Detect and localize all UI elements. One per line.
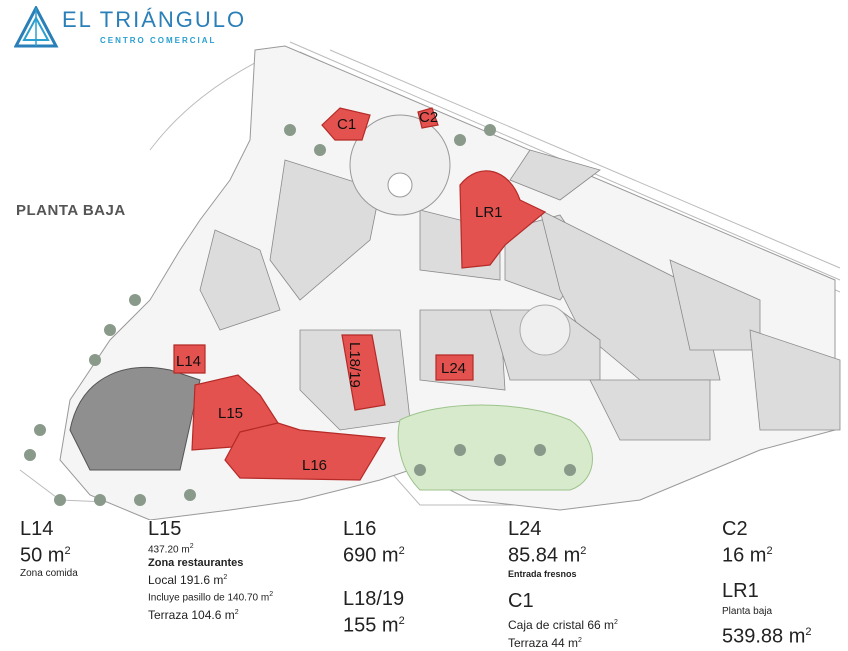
legend-l14-code: L14 xyxy=(20,518,54,540)
legend-c2: C2 16 m2 xyxy=(722,518,773,567)
legend-l24-code: L24 xyxy=(508,518,542,540)
legend-c2-code: C2 xyxy=(722,518,748,540)
unit-label-l18-19: L18/19 xyxy=(346,342,363,388)
legend-c1-line1: Caja de cristal 66 m xyxy=(508,618,615,632)
unit-lr1[interactable] xyxy=(459,170,547,269)
legend-l15-zone: Zona restaurantes xyxy=(148,557,244,570)
legend-l14-area: 50 m xyxy=(20,544,65,567)
unit-l18-19[interactable] xyxy=(341,334,386,411)
legend-c2-area: 16 m xyxy=(722,544,767,567)
north-plaza-center xyxy=(387,172,413,198)
floor-label: PLANTA BAJA xyxy=(16,202,126,219)
legend-l15-terraza-sup: 2 xyxy=(234,608,239,616)
highlighted-units xyxy=(173,107,547,481)
unit-c2[interactable] xyxy=(417,107,439,129)
legend-l15-code: L15 xyxy=(148,518,182,540)
legend-l14-note: Zona comida xyxy=(20,567,78,579)
legend-l15-pasillo: Incluye pasillo de 140.70 m xyxy=(148,592,270,604)
unit-label-c1: C1 xyxy=(337,116,356,133)
legend-l16-sup: 2 xyxy=(398,545,405,557)
unit-label-lr1: LR1 xyxy=(475,204,503,221)
legend-l15-local-sup: 2 xyxy=(223,574,228,582)
legend-l24-sup: 2 xyxy=(580,545,587,557)
legend-c1-code: C1 xyxy=(508,590,534,612)
legend-lr1-area: 539.88 m xyxy=(722,625,806,648)
legend-l1819-code: L18/19 xyxy=(343,588,405,610)
legend-lr1-note: Planta baja xyxy=(722,606,773,617)
legend-l15-pasillo-sup: 2 xyxy=(269,591,274,599)
unit-l24[interactable] xyxy=(435,354,474,381)
legend-lr1: LR1 Planta baja 539.88 m2 xyxy=(722,580,812,648)
legend-l15-sup: 2 xyxy=(189,543,194,550)
legend-l14-sup: 2 xyxy=(64,545,71,557)
unit-label-c2: C2 xyxy=(419,109,438,126)
legend-lr1-sup: 2 xyxy=(805,626,812,638)
north-plaza xyxy=(349,114,451,216)
unit-l14[interactable] xyxy=(173,344,206,374)
legend-lr1-code: LR1 xyxy=(722,580,759,602)
legend-l14: L14 50 m2 Zona comida xyxy=(20,518,78,580)
legend-l24-note: Entrada fresnos xyxy=(508,568,577,579)
trees xyxy=(24,124,576,506)
legend-l1819-area: 155 m xyxy=(343,614,399,637)
brand-name: EL TRIÁNGULO xyxy=(62,7,247,32)
legend-l16-area: 690 m xyxy=(343,544,399,567)
garden-area xyxy=(397,404,593,491)
legend-c1-line1-sup: 2 xyxy=(614,619,618,626)
legend-c2-sup: 2 xyxy=(766,545,773,557)
el-triangulo-logo-icon xyxy=(14,6,59,48)
brand-subtitle: CENTRO COMERCIAL xyxy=(100,36,217,45)
legend-l15-local: Local 191.6 m xyxy=(148,573,224,588)
site-plan-map: C1 C2 LR1 L14 L15 L16 L18/19 L24 xyxy=(19,41,841,520)
cinema-building xyxy=(69,367,201,471)
legend-l16: L16 690 m2 xyxy=(343,518,405,567)
unit-label-l15: L15 xyxy=(218,405,243,422)
legend-l1819: L18/19 155 m2 xyxy=(343,588,405,637)
legend-c1-line2: Terraza 44 m xyxy=(508,636,579,650)
unit-label-l14: L14 xyxy=(176,353,201,370)
legend-c1-line2-sup: 2 xyxy=(578,637,582,644)
unit-l16[interactable] xyxy=(224,422,387,481)
unit-c1[interactable] xyxy=(321,107,371,141)
legend-l24: L24 85.84 m2 Entrada fresnos xyxy=(508,518,586,581)
legend-l1819-sup: 2 xyxy=(398,615,405,627)
legend-l15: L15 437.20 m2 Zona restaurantes Local 19… xyxy=(148,518,273,623)
legend-l15-terraza: Terraza 104.6 m xyxy=(148,607,235,622)
legend-l16-code: L16 xyxy=(343,518,377,540)
legend-c1: C1 Caja de cristal 66 m2 Terraza 44 m2 xyxy=(508,590,618,651)
east-plaza xyxy=(519,304,571,356)
legend-l15-area: 437.20 m xyxy=(148,544,190,556)
unit-label-l24: L24 xyxy=(441,360,466,377)
unit-label-l16: L16 xyxy=(302,457,327,474)
legend-l24-area: 85.84 m xyxy=(508,544,581,567)
